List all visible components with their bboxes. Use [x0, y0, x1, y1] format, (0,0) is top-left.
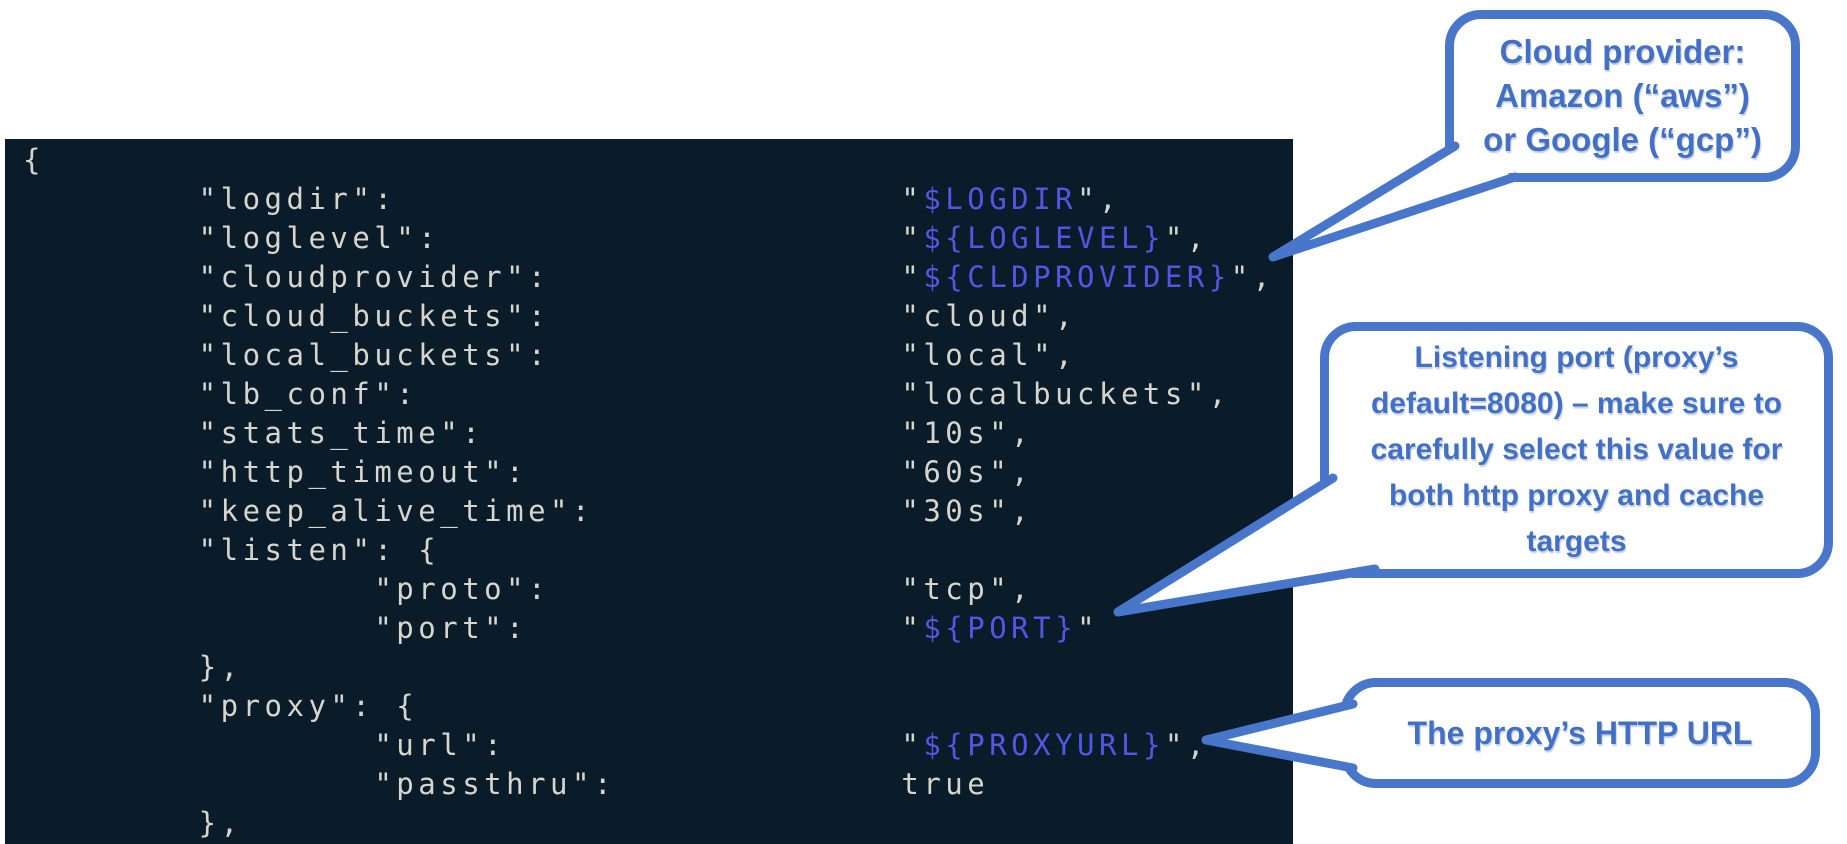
code-text: "http_timeout": "60s",	[23, 455, 1034, 489]
code-text: "passthru": true	[23, 767, 990, 801]
code-line: "loglevel": "${LOGLEVEL}",	[23, 219, 1293, 258]
code-line: "listen": {	[23, 531, 1293, 570]
code-line: "lb_conf": "localbuckets",	[23, 375, 1293, 414]
callout-text-line: Amazon (“aws”)	[1495, 77, 1750, 114]
code-line: "proto": "tcp",	[23, 570, 1293, 609]
code-line: "logdir": "$LOGDIR",	[23, 180, 1293, 219]
callout-text-line: targets	[1526, 525, 1627, 558]
code-text: ",	[1164, 728, 1209, 762]
env-variable-token: ${LOGLEVEL}	[923, 221, 1165, 255]
env-variable-token: ${PORT}	[923, 611, 1078, 645]
code-line: "cloud_buckets": "cloud",	[23, 297, 1293, 336]
env-variable-token: ${CLDPROVIDER}	[923, 260, 1231, 294]
callout-bubble-proxy-url: The proxy’s HTTP URL	[1340, 678, 1820, 788]
code-line: "passthru": true	[23, 765, 1293, 804]
code-text: "proto": "tcp",	[23, 572, 1034, 606]
code-text: "loglevel": "	[23, 221, 924, 255]
code-text: "local_buckets": "local",	[23, 338, 1078, 372]
code-text: ",	[1230, 260, 1275, 294]
code-text: "cloud_buckets": "cloud",	[23, 299, 1078, 333]
code-text: ",	[1077, 182, 1121, 216]
code-text: "logdir": "	[23, 182, 924, 216]
code-text: "cloudprovider": "	[23, 260, 924, 294]
code-line: {	[23, 141, 1293, 180]
callout-text-line: Listening port (proxy’s	[1414, 341, 1739, 374]
callout-bubble-listening-port: Listening port (proxy’s default=8080) – m…	[1320, 322, 1833, 578]
callout-text-line: or Google (“gcp”)	[1483, 121, 1762, 158]
code-text: ",	[1164, 221, 1209, 255]
code-line: "proxy": {	[23, 687, 1293, 726]
config-code-block: { "logdir": "$LOGDIR", "loglevel": "${LO…	[5, 139, 1293, 844]
code-text: "listen": {	[23, 533, 441, 567]
env-variable-token: $LOGDIR	[923, 182, 1078, 216]
code-text: {	[23, 143, 45, 177]
code-text: "lb_conf": "localbuckets",	[23, 377, 1231, 411]
code-line: "keep_alive_time": "30s",	[23, 492, 1293, 531]
callout-text-line: carefully select this value for	[1370, 433, 1783, 466]
code-text: },	[23, 806, 243, 840]
callout-text-line: both http proxy and cache	[1388, 479, 1765, 512]
code-text: "	[1077, 611, 1100, 645]
code-text: "url": "	[23, 728, 924, 762]
code-line: "url": "${PROXYURL}",	[23, 726, 1293, 765]
callout-text-line: default=8080) – make sure to	[1370, 387, 1783, 420]
callout-text-line: The proxy’s HTTP URL	[1407, 715, 1753, 751]
code-text: },	[23, 650, 243, 684]
code-text: "proxy": {	[23, 689, 419, 723]
code-text: "stats_time": "10s",	[23, 416, 1034, 450]
code-line: },	[23, 648, 1293, 687]
code-line: },	[23, 804, 1293, 843]
code-line: "local_buckets": "local",	[23, 336, 1293, 375]
code-line: "port": "${PORT}"	[23, 609, 1293, 648]
code-text: "keep_alive_time": "30s",	[23, 494, 1034, 528]
code-line: "stats_time": "10s",	[23, 414, 1293, 453]
callout-bubble-cloud-provider: Cloud provider: Amazon (“aws”) or Google (…	[1445, 10, 1800, 182]
callout-text-line: Cloud provider:	[1499, 33, 1746, 70]
code-text: "port": "	[23, 611, 924, 645]
code-line: "http_timeout": "60s",	[23, 453, 1293, 492]
code-line: "cloudprovider": "${CLDPROVIDER}",	[23, 258, 1293, 297]
env-variable-token: ${PROXYURL}	[923, 728, 1165, 762]
